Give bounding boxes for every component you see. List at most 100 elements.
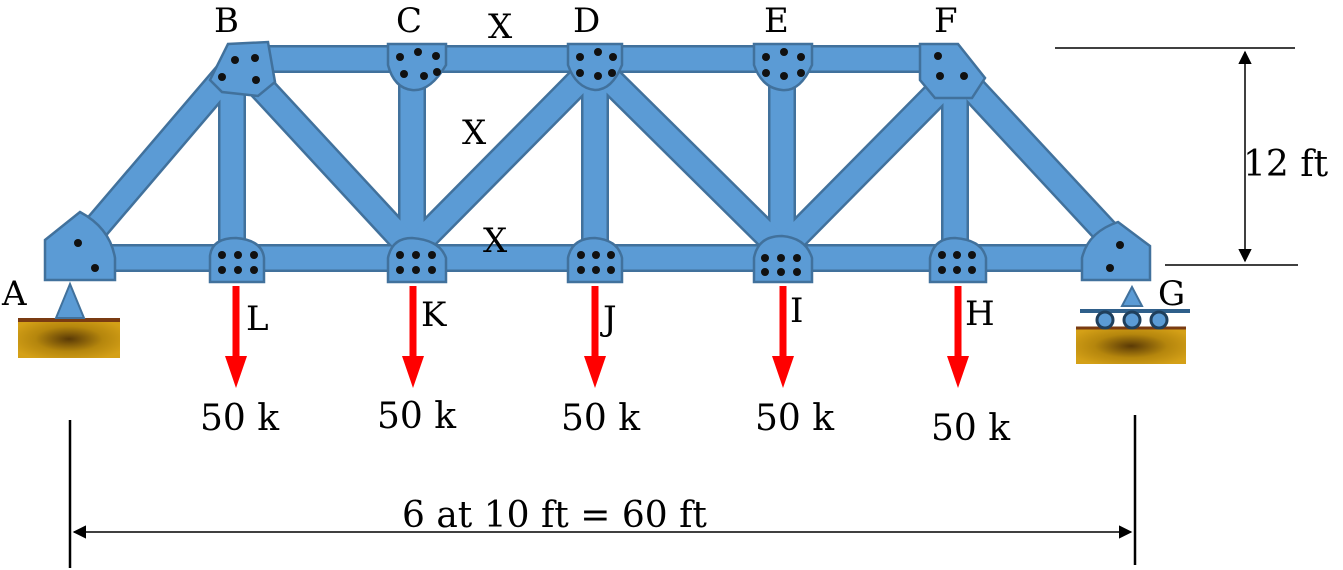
bolt-k-3 xyxy=(428,251,436,259)
bolt-l-4 xyxy=(218,266,226,274)
node-label-f: F xyxy=(934,1,958,41)
node-label-k: K xyxy=(421,295,447,335)
bolt-f-1 xyxy=(934,52,942,60)
bolt-h-2 xyxy=(953,251,961,259)
bolt-k-5 xyxy=(412,266,420,274)
bolt-h-4 xyxy=(938,266,946,274)
labels: A B C D E F G H I J K L X X X 50 k 50 k … xyxy=(1,1,1329,536)
bolt-e-4 xyxy=(762,69,770,77)
node-label-a: A xyxy=(1,274,27,314)
bolt-l-2 xyxy=(234,251,242,259)
roller-support-triangle xyxy=(1120,284,1144,307)
bolt-j-5 xyxy=(592,266,600,274)
node-label-j: J xyxy=(600,299,617,339)
node-label-e: E xyxy=(764,1,789,41)
bolt-g-1 xyxy=(1116,241,1124,249)
pin-support-ground xyxy=(18,320,120,358)
bolt-i-4 xyxy=(761,268,769,276)
bolt-c-4 xyxy=(400,70,408,78)
bolt-b-4 xyxy=(252,76,260,84)
member-b-k-fill xyxy=(241,67,421,258)
bolt-e-5 xyxy=(780,72,788,80)
gusset-f xyxy=(918,42,987,100)
height-dimension-label: 12 ft xyxy=(1243,144,1329,185)
bolt-h-1 xyxy=(938,251,946,259)
bolt-c-1 xyxy=(396,53,404,61)
load-label-i: 50 k xyxy=(755,398,835,439)
node-label-l: L xyxy=(246,299,269,339)
bolt-d-1 xyxy=(576,53,584,61)
bolt-d-2 xyxy=(594,48,602,56)
bolt-h-6 xyxy=(968,266,976,274)
bolt-a-2 xyxy=(91,264,99,272)
gusset-g xyxy=(1080,220,1152,282)
bolt-k-2 xyxy=(412,251,420,259)
bolt-e-1 xyxy=(762,53,770,61)
bolt-i-3 xyxy=(793,254,801,262)
bolt-l-3 xyxy=(250,251,258,259)
roller-support-ground xyxy=(1076,328,1186,364)
load-label-l: 50 k xyxy=(200,398,280,439)
roller-3 xyxy=(1149,310,1169,330)
bolt-d-6 xyxy=(608,69,616,77)
bolt-j-1 xyxy=(577,251,585,259)
bolt-i-1 xyxy=(761,254,769,262)
bolt-c-6 xyxy=(433,68,441,76)
bolt-f-3 xyxy=(936,72,944,80)
gusset-b xyxy=(208,40,277,98)
load-arrows xyxy=(225,286,969,388)
bolt-c-3 xyxy=(432,52,440,60)
bolt-g-2 xyxy=(1106,264,1114,272)
bolt-b-1 xyxy=(231,56,239,64)
bolt-k-4 xyxy=(396,266,404,274)
node-label-c: C xyxy=(396,1,422,41)
gusset-j xyxy=(566,236,624,284)
section-mark-top: X xyxy=(488,7,513,47)
bolt-j-4 xyxy=(577,266,585,274)
bolt-e-3 xyxy=(797,53,805,61)
load-arrow-i-head xyxy=(772,356,794,388)
bolt-b-3 xyxy=(218,73,226,81)
bolt-i-2 xyxy=(777,254,785,262)
load-arrow-l-head xyxy=(225,356,247,388)
bolt-k-1 xyxy=(396,251,404,259)
section-mark-diagonal: X xyxy=(462,113,487,153)
load-label-j: 50 k xyxy=(561,398,641,439)
roller-2 xyxy=(1122,310,1142,330)
bolt-h-5 xyxy=(953,266,961,274)
load-label-h: 50 k xyxy=(931,408,1011,449)
bolt-j-2 xyxy=(592,251,600,259)
bolt-b-2 xyxy=(251,54,259,62)
bolts xyxy=(74,48,1124,276)
bolt-c-2 xyxy=(414,48,422,56)
pin-support-triangle xyxy=(54,281,86,319)
bolt-a-1 xyxy=(74,239,82,247)
bolt-f-2 xyxy=(960,72,968,80)
gusset-h xyxy=(928,236,988,284)
gusset-k xyxy=(386,236,448,284)
gusset-l xyxy=(208,236,266,284)
node-label-h: H xyxy=(965,294,995,334)
bolt-d-5 xyxy=(594,72,602,80)
bolt-h-3 xyxy=(968,251,976,259)
member-d-i-fill xyxy=(586,56,791,259)
load-arrow-h-head xyxy=(947,356,969,388)
bolt-j-3 xyxy=(607,251,615,259)
bolt-c-5 xyxy=(420,72,428,80)
node-label-i: I xyxy=(790,291,803,331)
bolt-e-6 xyxy=(797,69,805,77)
span-dimension-label: 6 at 10 ft = 60 ft xyxy=(402,495,707,536)
dimensions xyxy=(68,47,1298,568)
load-arrow-j-head xyxy=(584,356,606,388)
bolt-k-6 xyxy=(428,266,436,274)
bolt-d-4 xyxy=(576,69,584,77)
bolt-i-5 xyxy=(777,268,785,276)
node-label-g: G xyxy=(1158,274,1185,314)
load-arrow-k-head xyxy=(402,356,424,388)
member-k-d-fill xyxy=(403,56,604,259)
bolt-l-1 xyxy=(218,251,226,259)
member-i-f-fill xyxy=(773,66,964,259)
bolt-d-3 xyxy=(609,53,617,61)
